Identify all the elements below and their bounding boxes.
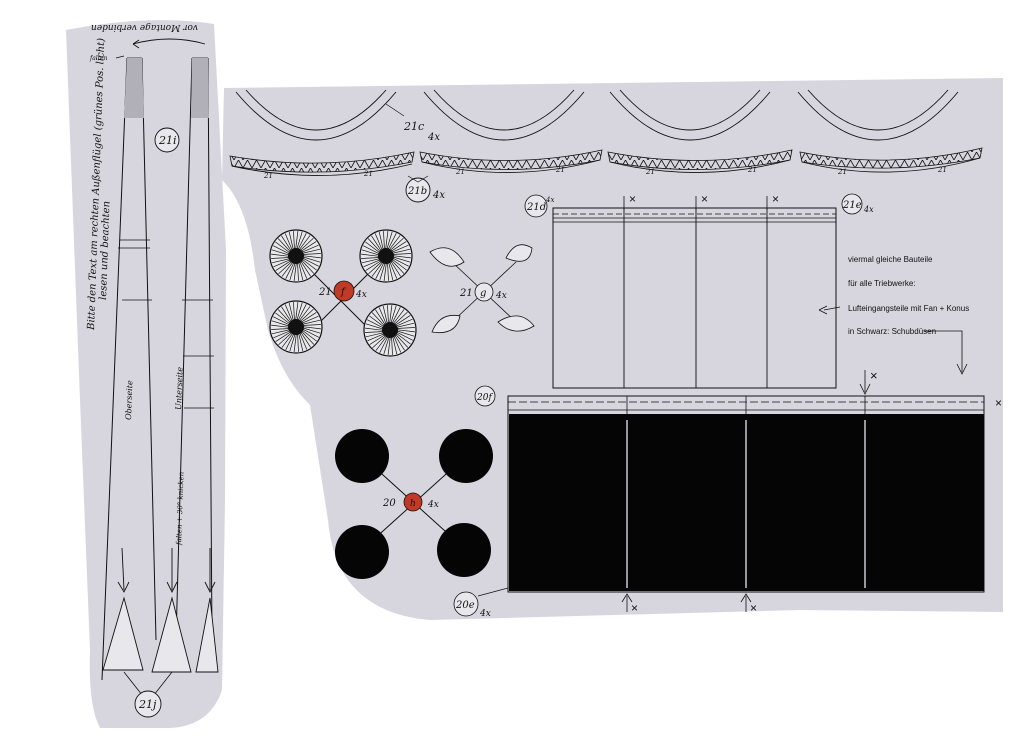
black-disc [439, 429, 493, 483]
cone-petal [431, 314, 461, 334]
part-count-21e: 4x [863, 205, 874, 214]
disc-hub-letter: h [410, 499, 416, 509]
ring-label: 21 [837, 168, 847, 176]
strip-triangle-left [102, 596, 144, 671]
strip-oberseite-label: Oberseite [124, 380, 134, 420]
part-label-21d: 21d [526, 202, 546, 213]
cut-mark: × [629, 192, 636, 206]
disc-part-number: 20 [382, 498, 396, 509]
strip-fold-label: falten + 30° knicken [175, 471, 186, 546]
fan-disc [363, 303, 417, 357]
fan-hub-letter: f [340, 287, 347, 298]
fan-count: 4x [355, 290, 367, 300]
nozzle-sheet-part: × × × × 20f 20e 4x [453, 368, 1002, 619]
cone-hub-letter: g [480, 288, 486, 299]
ring-label: 21 [937, 166, 947, 174]
black-disc [335, 525, 389, 579]
ring-label: 21 [555, 166, 565, 174]
cut-mark: × [701, 192, 708, 206]
black-disc-group: h 20 4x [335, 429, 493, 579]
cut-mark: × [772, 192, 779, 206]
info-line-3: Lufteingangsteile mit Fan + Konus [848, 304, 969, 313]
cone-count: 4x [495, 291, 507, 301]
info-text-block: viermal gleiche Bauteile für alle Triebw… [818, 255, 969, 375]
info-line-1: viermal gleiche Bauteile [848, 255, 933, 264]
strip-falten-label: falten [89, 55, 108, 62]
cone-petal [497, 315, 535, 332]
fan-part-number: 21 [318, 287, 332, 298]
ring-label: 21 [363, 170, 373, 178]
black-disc [437, 523, 491, 577]
part-count-20e: 4x [479, 609, 491, 619]
cone-petal [429, 247, 465, 267]
part-circle-20e [453, 591, 479, 617]
part-label-21i: 21i [158, 134, 177, 147]
ring-label: 21 [645, 168, 655, 176]
fan-disc [359, 229, 413, 283]
wing-strip-part: 21i 21j Bitte den Text am rechten Außenf… [66, 20, 226, 728]
intake-sheet-part: × × × 21d 4x 21e 4x [524, 192, 874, 389]
fan-disc [269, 300, 323, 354]
part-label-20e: 20e [455, 600, 475, 611]
cut-mark: × [750, 601, 757, 615]
part-count-21b: 4x [432, 190, 445, 201]
strip-top-instruction: vor Montage verbinden [91, 22, 198, 32]
strip-tip-shade-right [191, 58, 209, 118]
fan-disc [269, 229, 323, 283]
strip-note-line2: lesen und beachten [98, 201, 112, 300]
cut-mark: × [995, 396, 1002, 410]
cut-mark: × [631, 601, 638, 615]
part-circle-21d [524, 194, 548, 218]
cut-mark: × [870, 368, 878, 383]
fan-hub-red [333, 280, 355, 302]
part-label-21j: 21j [138, 698, 157, 711]
black-disc [335, 429, 389, 483]
ring-arc-4: 21 21 [797, 89, 983, 176]
ring-arc-3: 21 21 [607, 89, 793, 176]
part-circle-21e [841, 193, 863, 215]
part-circle-20f [474, 385, 496, 407]
ring-label: 21 [263, 172, 273, 180]
ring-label: 21 [747, 166, 757, 174]
wing-strip-paper [66, 20, 226, 728]
ring-arc-2: 21 21 [419, 89, 603, 176]
info-line-2: für alle Triebwerke: [848, 279, 916, 288]
disc-count: 4x [427, 500, 439, 510]
cone-parts-group: g 21 4x [429, 244, 535, 334]
intake-sheet-outline [552, 207, 837, 389]
strip-tip-shade-left [124, 58, 144, 118]
ring-arcs-group: 21 21 21 21 21 21 21 21 21c [229, 89, 983, 203]
cone-hub [474, 282, 494, 302]
disc-hub-red [403, 492, 423, 512]
part-label-21c: 21c [403, 120, 424, 133]
strip-unterseite-label: Unterseite [174, 367, 185, 411]
fan-parts-group: f 21 4x [269, 229, 417, 357]
part-label-21b: 21b [407, 186, 427, 197]
info-line-4: in Schwarz: Schubdüsen [848, 327, 936, 336]
ring-arc-1: 21 21 [229, 89, 415, 180]
part-label-20f: 20f [476, 393, 493, 403]
cone-petal [505, 244, 533, 262]
part-circle-21j [134, 690, 162, 718]
cone-part-number: 21 [459, 288, 473, 299]
part-circle-21i [154, 127, 180, 153]
part-label-21e: 21e [842, 200, 862, 211]
ring-label: 21 [455, 168, 465, 176]
part-count-21d: 4x [545, 196, 554, 204]
part-count-21c: 4x [427, 132, 440, 143]
strip-triangle-right [195, 597, 219, 673]
part-circle-21b [405, 177, 431, 203]
